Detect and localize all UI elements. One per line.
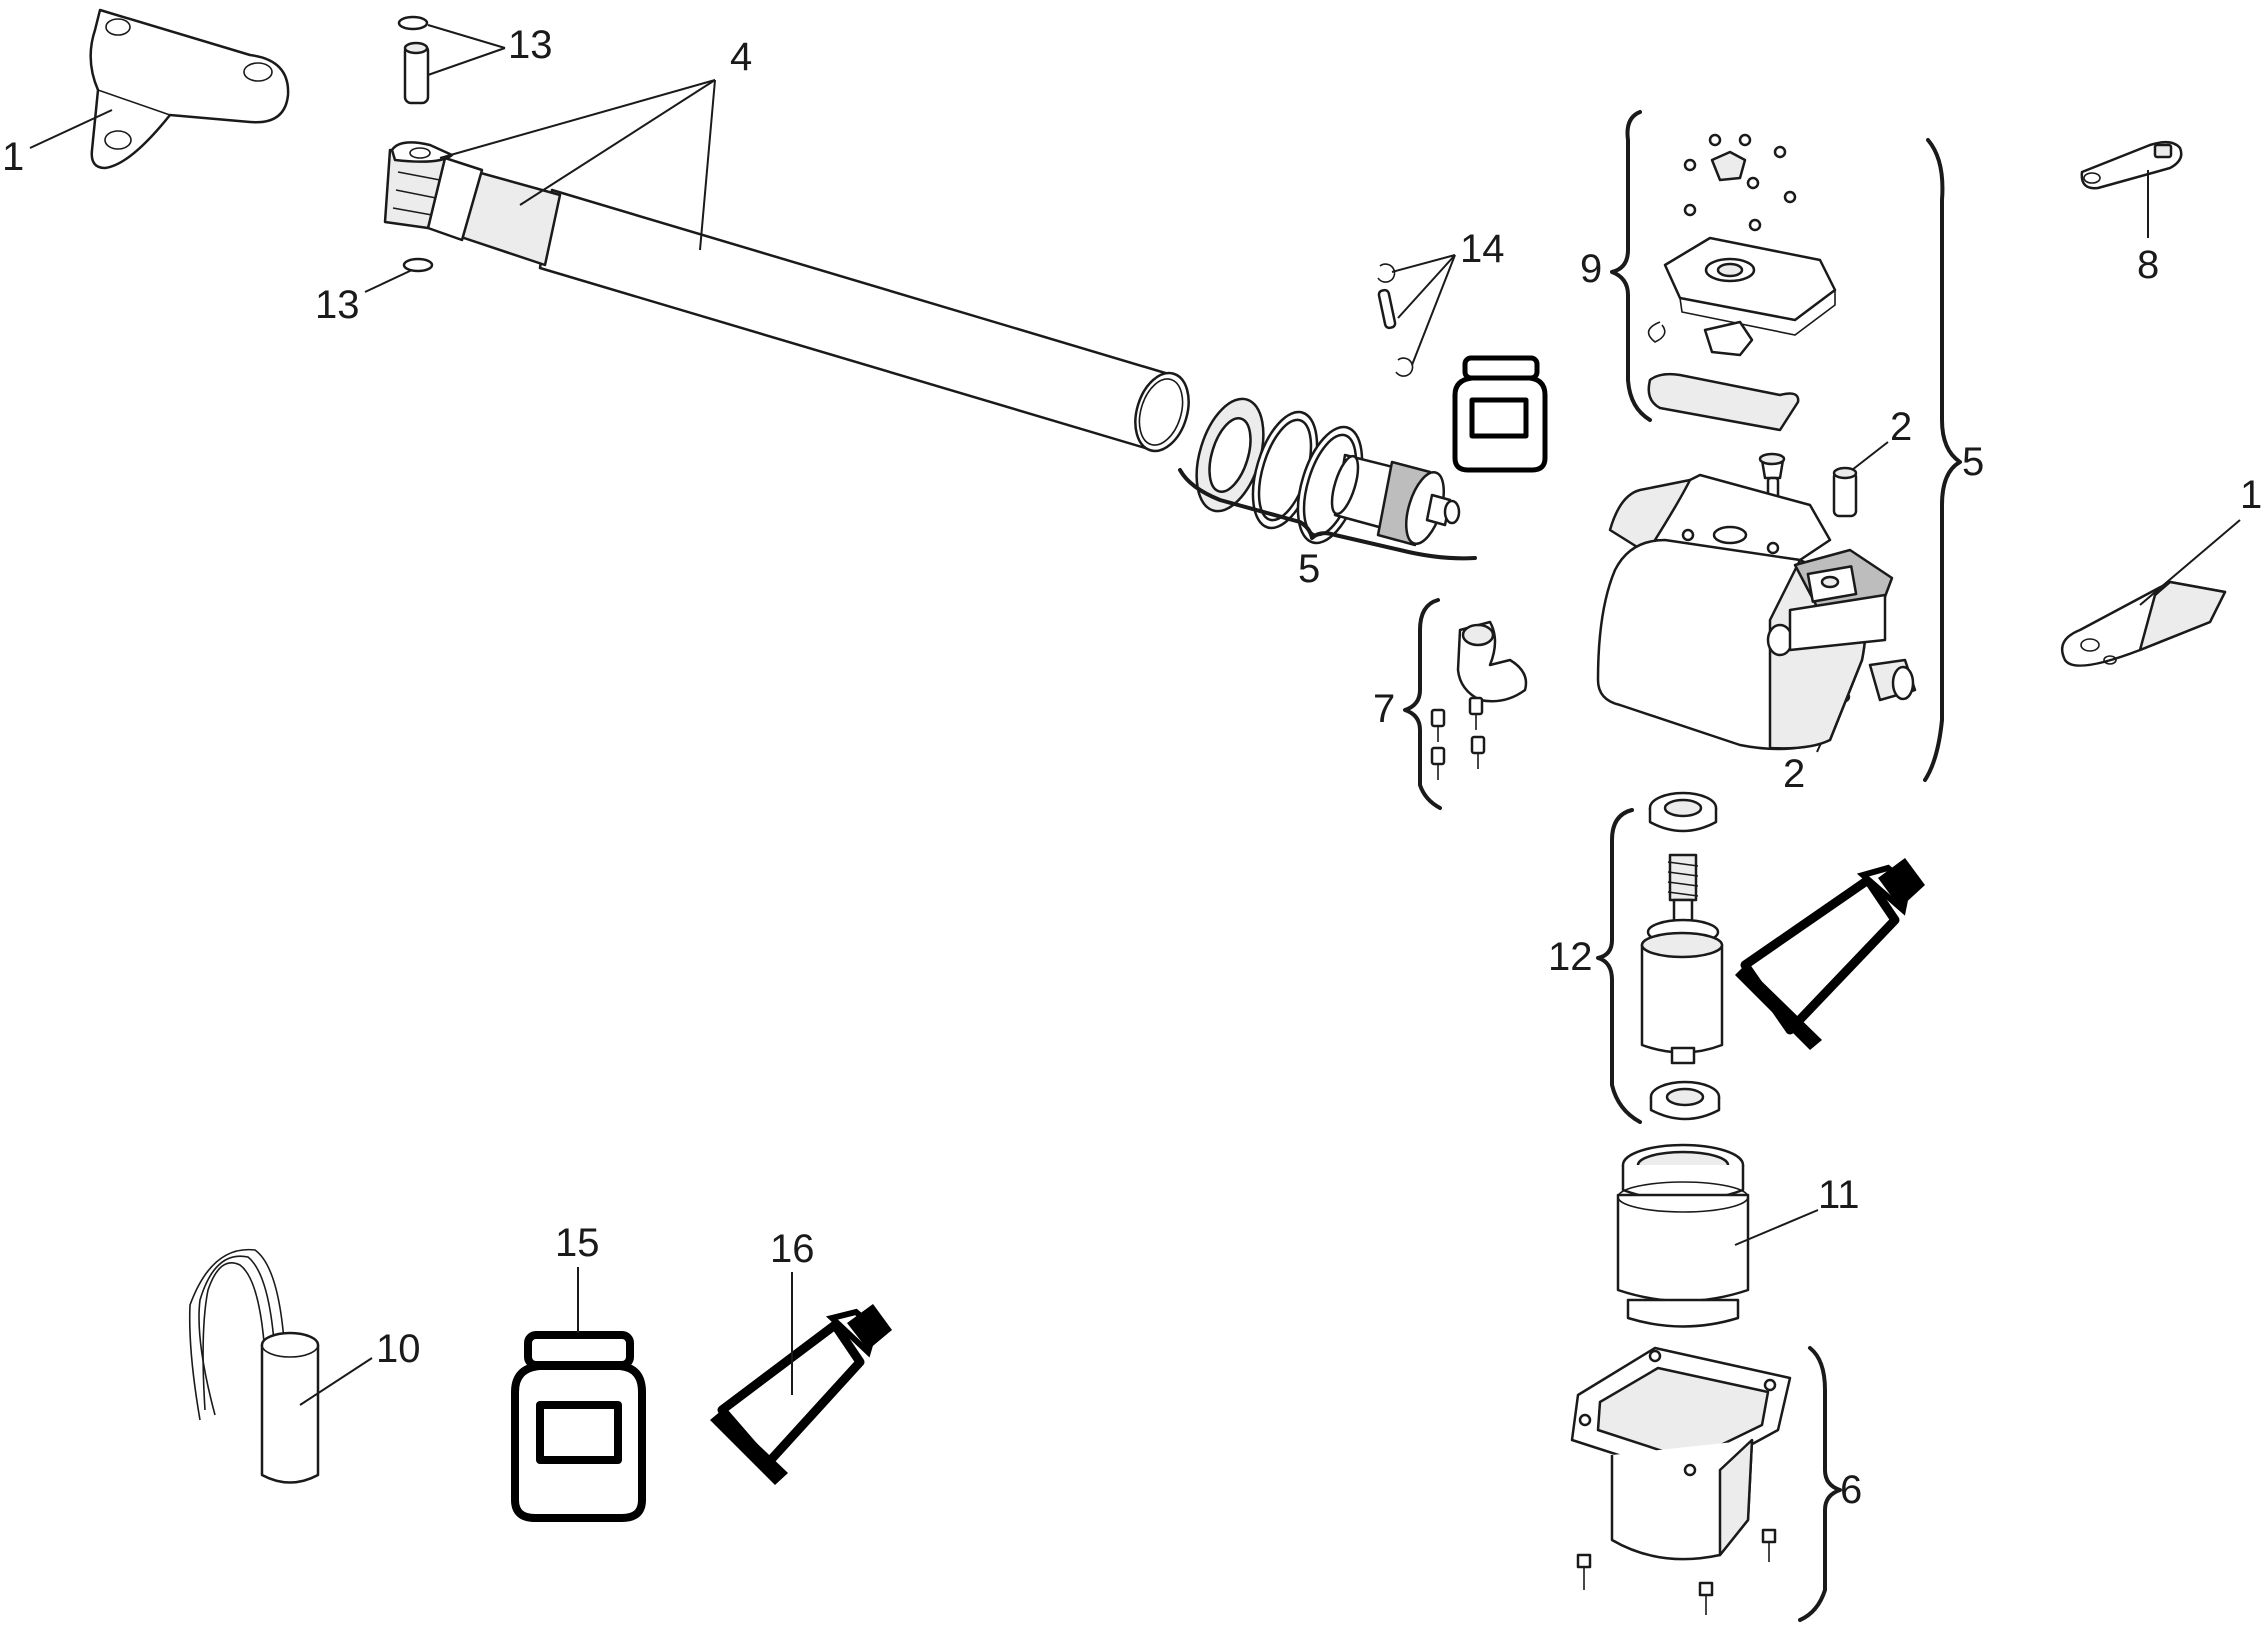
label-2b: 2: [1783, 752, 1805, 796]
leader-1a: [29, 109, 113, 149]
label-4: 4: [730, 35, 752, 79]
actuator-arm-tube: [383, 141, 1190, 453]
label-5b: 5: [1962, 440, 1984, 484]
leader-14-1: [1391, 254, 1456, 273]
capacitor: [188, 1248, 320, 1484]
worm-shaft-assembly: [1640, 791, 1724, 1121]
label-2a: 2: [1890, 405, 1912, 449]
label-14: 14: [1460, 227, 1505, 271]
control-board-assembly: [1647, 133, 1837, 432]
grease-jar-large-icon: [511, 1331, 646, 1522]
leader-13a-2: [427, 47, 506, 76]
label-10: 10: [376, 1327, 421, 1371]
leader-1b: [2139, 519, 2241, 606]
leader-10: [299, 1357, 373, 1406]
grease-tube-icon: [1735, 858, 1925, 1050]
grease-tube-large-icon: [710, 1304, 892, 1485]
motor-stator: [1616, 1143, 1750, 1328]
label-13a: 13: [508, 23, 553, 67]
label-8: 8: [2137, 243, 2159, 287]
leader-4-2: [519, 79, 716, 206]
label-11: 11: [1818, 1173, 1860, 1217]
label-15: 15: [555, 1221, 600, 1265]
leader-14-2: [1397, 254, 1456, 319]
leader-13b: [364, 269, 413, 293]
label-12: 12: [1548, 935, 1593, 979]
brace-6: [1798, 1346, 1842, 1622]
label-1b: 1: [2240, 473, 2262, 517]
clip-and-pin: [1377, 263, 1414, 377]
mounting-bracket-left: [89, 8, 290, 170]
gear-sub-assembly: [1195, 397, 1461, 547]
label-6: 6: [1840, 1468, 1862, 1512]
leader-14-3: [1411, 254, 1456, 366]
leader-4-1: [439, 79, 716, 159]
label-1a: 1: [2, 135, 24, 179]
leader-11: [1734, 1209, 1819, 1246]
cam-and-screws: [1430, 620, 1528, 780]
label-7: 7: [1373, 687, 1395, 731]
label-9: 9: [1580, 247, 1602, 291]
mounting-bracket-right: [2060, 580, 2227, 667]
leader-13a-1: [427, 24, 506, 49]
gearbox-housing: [1596, 473, 1917, 751]
brace-9: [1610, 110, 1652, 422]
label-13b: 13: [315, 283, 360, 327]
release-lever: [2080, 140, 2183, 190]
grease-jar-icon: [1452, 355, 1548, 473]
brace-5a: [1178, 468, 1477, 561]
leader-4-3: [699, 79, 716, 251]
leader-2a: [1851, 441, 1889, 471]
brace-5b: [1923, 138, 1962, 782]
base-housing: [1570, 1346, 1792, 1615]
brace-12: [1596, 808, 1642, 1124]
label-16: 16: [770, 1227, 815, 1271]
brace-7: [1403, 598, 1442, 810]
label-5a: 5: [1298, 547, 1320, 591]
